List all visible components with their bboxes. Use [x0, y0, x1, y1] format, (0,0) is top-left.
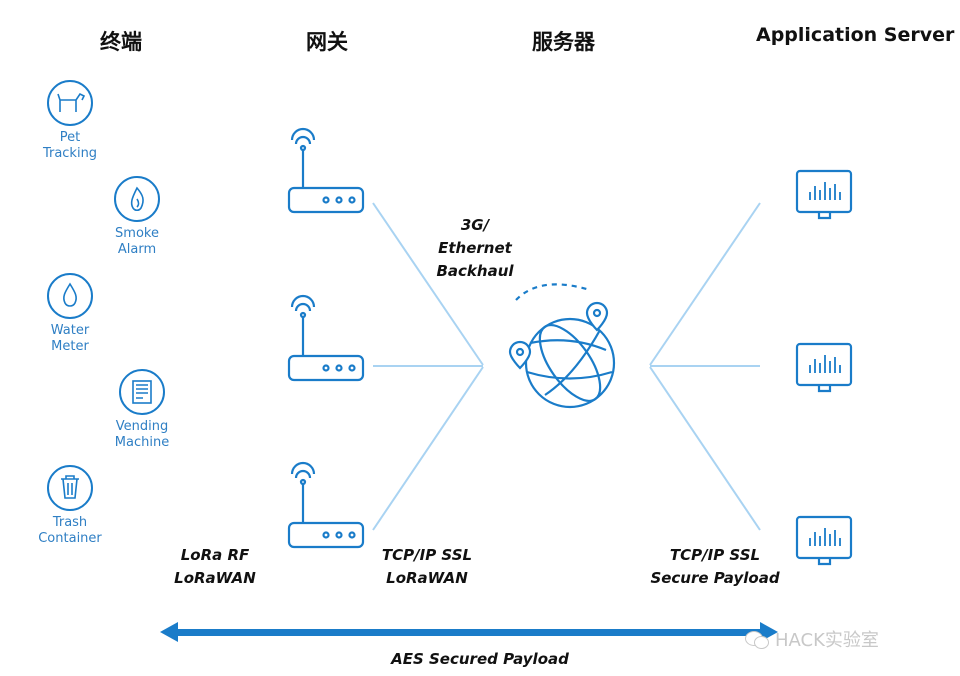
watermark-text: HACK实验室 [775, 630, 879, 651]
endpoint-label-water-meter: Water Meter [50, 323, 90, 354]
protocol-gateway-server: TCP/IP SSL LoRaWAN [381, 546, 473, 587]
water-drop-icon [47, 273, 93, 319]
server-app-links [649, 202, 761, 531]
monitor-chart-icon [795, 342, 853, 393]
endpoint-label-trash-container: Trash Container [38, 515, 102, 546]
router-antenna-icon [287, 294, 365, 382]
watermark: HACK实验室 [745, 626, 879, 652]
monitor-chart-icon [795, 169, 853, 220]
router-antenna-icon [287, 127, 365, 214]
dog-icon [47, 80, 93, 126]
globe-location-icon [508, 283, 616, 409]
aes-payload-label: AES Secured Payload [391, 650, 569, 668]
heading-endpoints: 终端 [100, 30, 142, 54]
trash-can-icon [47, 465, 93, 511]
vending-machine-icon [119, 369, 165, 415]
endpoint-label-smoke-alarm: Smoke Alarm [115, 226, 159, 257]
endpoint-label-vending-machine: Vending Machine [114, 419, 170, 450]
heading-server: 服务器 [532, 30, 595, 54]
heading-application-server: Application Server [756, 24, 955, 46]
heading-gateway: 网关 [306, 30, 348, 54]
aes-payload-arrow [160, 622, 778, 642]
router-antenna-icon [287, 461, 365, 549]
backhaul-label: 3G/ Ethernet Backhaul [436, 216, 514, 280]
flame-icon [114, 176, 160, 222]
monitor-chart-icon [795, 515, 853, 566]
protocol-endpoint-gateway: LoRa RF LoRaWAN [174, 546, 256, 587]
wechat-icon [745, 629, 771, 649]
protocol-server-app: TCP/IP SSL Secure Payload [650, 546, 780, 587]
gateway-server-links [372, 202, 484, 531]
endpoint-label-pet-tracking: Pet Tracking [42, 130, 98, 161]
